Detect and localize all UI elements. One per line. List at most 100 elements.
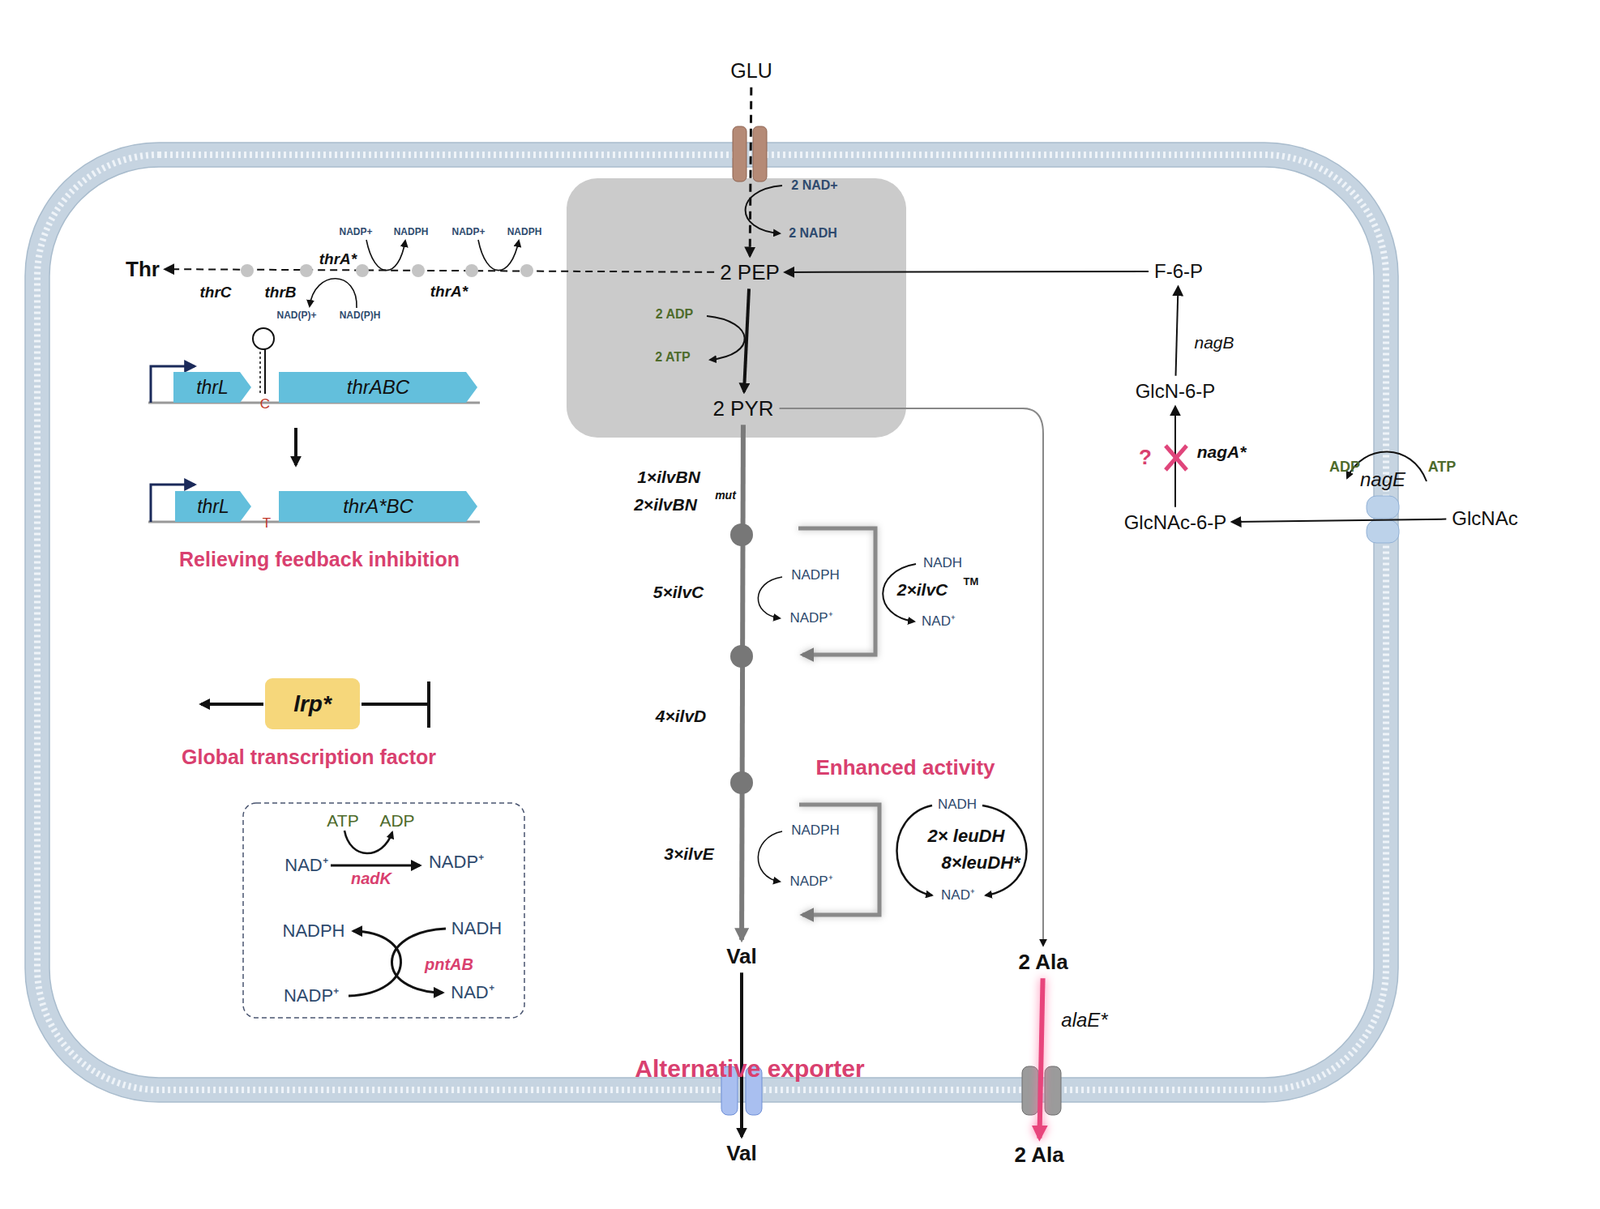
text-label: ? — [1138, 445, 1152, 470]
text-label: NADPH — [393, 226, 429, 238]
text-label: TM — [963, 576, 980, 588]
text-label: NADP⁺ — [283, 986, 339, 1006]
pathway-node — [730, 771, 753, 795]
node-text: 2 PEP — [719, 260, 780, 285]
text-label: NAD(P)H — [339, 310, 381, 321]
metabolite: GlcNAc — [1449, 506, 1520, 531]
node-text: GlcN-6-P — [1135, 380, 1216, 403]
membrane-texture — [37, 154, 1387, 1091]
metabolite: GlcN-6-P — [1133, 379, 1219, 404]
text-label: 8×leuDH* — [941, 853, 1020, 873]
text-label: ADP — [1329, 459, 1361, 476]
alae-exporter — [1022, 1066, 1039, 1116]
glycolysis-box — [566, 178, 907, 438]
gene-arrow-shape — [278, 372, 478, 403]
text-label: NADPH — [791, 568, 840, 584]
pathway-node — [730, 523, 753, 547]
text-label: ATP — [326, 811, 359, 830]
pathway-dot — [520, 264, 534, 278]
text-label: thrB — [264, 284, 296, 302]
text-label: NADP⁺ — [789, 611, 833, 627]
text-label: mut — [714, 489, 736, 502]
connector — [741, 424, 744, 940]
pathway-dot — [355, 264, 369, 278]
cofactor-arc — [309, 278, 357, 309]
metabolite: 2 PEP — [717, 259, 783, 287]
node-text: F-6-P — [1154, 260, 1203, 283]
text-label: NAD⁺ — [284, 855, 328, 876]
text-label: 2×ilvBN — [633, 495, 698, 514]
text-label: 5×ilvC — [653, 582, 704, 602]
node-text: thrL — [196, 376, 229, 399]
connector — [785, 270, 1149, 274]
node-text: GlcNAc-6-P — [1124, 511, 1228, 534]
text-label: 1×ilvBN — [637, 467, 701, 487]
node-text: lrp* — [293, 691, 332, 718]
nage-transporter — [1366, 496, 1399, 519]
text-label: 2 NAD+ — [791, 178, 838, 193]
gene-arrow-shape — [278, 491, 478, 522]
text-label: C — [260, 397, 270, 413]
text-label: alaE* — [1060, 1009, 1108, 1032]
bypass-bracket — [799, 804, 880, 916]
node-text: Thr — [125, 256, 160, 282]
pathway-dot — [299, 264, 313, 278]
node-text: 2 Ala — [1018, 949, 1068, 975]
node-text: GLU — [730, 59, 772, 82]
text-label: 4×ilvD — [655, 706, 706, 726]
node-text: thrL — [196, 496, 230, 518]
text-label: ADP — [379, 811, 415, 830]
text-label: nagA* — [1197, 442, 1247, 462]
connector — [749, 87, 752, 257]
cofactor-box — [243, 803, 525, 1019]
text-label: Alternative exporter — [634, 1055, 865, 1083]
pathway-dot — [240, 264, 254, 278]
nadk-arrow — [330, 864, 420, 868]
node-text: GlcNAc — [1451, 507, 1518, 530]
cofactor-arc — [757, 577, 783, 619]
cofactor-arc — [897, 805, 933, 896]
membrane-inner-line — [49, 166, 1374, 1079]
gene-arrow: thrL — [173, 372, 252, 403]
metabolite: Val — [723, 1140, 760, 1168]
deletion-cross — [1165, 445, 1187, 471]
text-label: Global transcription factor — [181, 746, 437, 770]
text-label: NADH — [451, 919, 502, 939]
gene-arrow: thrL — [175, 491, 252, 522]
connector — [1039, 978, 1043, 1138]
terminator-loop — [252, 328, 274, 350]
metabolite: GlcNAc-6-P — [1121, 510, 1230, 535]
metabolite: Thr — [123, 256, 163, 283]
text-label: Enhanced activity — [815, 756, 995, 780]
glucose-transporter — [732, 126, 747, 182]
text-label: NADP⁺ — [428, 852, 484, 873]
text-label: pntAB — [424, 955, 474, 974]
text-label: nadK — [350, 869, 392, 888]
node-text: 2 Ala — [1013, 1142, 1064, 1168]
text-label: NAD(P)+ — [276, 310, 317, 321]
terminator-stem — [264, 348, 266, 394]
gene-arrow-shape — [175, 491, 252, 522]
metabolite: 2 Ala — [1015, 949, 1070, 976]
text-label: nagE — [1360, 469, 1406, 491]
text-label: thrC — [199, 284, 232, 302]
mutation-arrow — [294, 427, 298, 466]
text-label: 2× leuDH — [928, 826, 1006, 847]
metabolite: Val — [723, 943, 760, 971]
text-label: NADPH — [507, 226, 543, 238]
text-label: NADH — [937, 797, 977, 813]
text-label: ATP — [1428, 459, 1457, 476]
cofactor-arc — [982, 805, 1027, 896]
deletion-cross — [1165, 445, 1187, 471]
node-text: Val — [726, 1141, 758, 1166]
connector — [744, 288, 749, 392]
cofactor-arc — [478, 239, 519, 271]
pathway-dot — [465, 264, 479, 278]
text-label: thrA* — [319, 251, 357, 269]
text-label: 2 NADH — [788, 226, 838, 241]
gene-arrow-shape — [173, 372, 252, 403]
node-text: thrABC — [346, 376, 410, 399]
connector — [779, 408, 1044, 946]
text-label: 2×ilvC — [897, 580, 948, 599]
pathway-node — [730, 645, 753, 668]
